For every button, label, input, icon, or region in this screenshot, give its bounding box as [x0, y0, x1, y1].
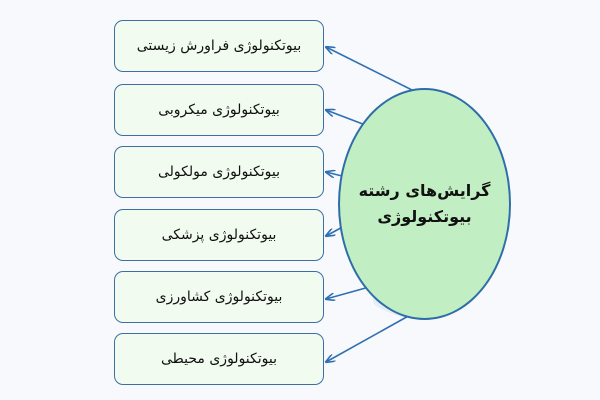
branch-box-2: بیوتکنولوژی میکروبی — [114, 84, 324, 136]
branch-box-5: بیوتکنولوژی کشاورزی — [114, 271, 324, 323]
branch-label-6: بیوتکنولوژی محیطی — [160, 351, 278, 367]
branch-box-6: بیوتکنولوژی محیطی — [114, 333, 324, 385]
arrow-to-branch-6 — [326, 313, 413, 362]
branch-label-4: بیوتکنولوژی پزشکی — [161, 227, 277, 243]
branch-label-5: بیوتکنولوژی کشاورزی — [155, 289, 283, 305]
branch-box-1: بیوتکنولوژی فراورش زیستی — [114, 20, 324, 72]
branch-label-3: بیوتکنولوژی مولکولی — [158, 164, 281, 180]
branch-box-4: بیوتکنولوژی پزشکی — [114, 209, 324, 261]
branch-label-2: بیوتکنولوژی میکروبی — [158, 102, 280, 118]
arrow-to-branch-3 — [326, 172, 343, 176]
central-topic-ellipse: گرایش‌های رشته بیوتکنولوژی — [338, 88, 511, 320]
central-topic-line-1: گرایش‌های رشته — [358, 181, 491, 201]
branch-box-3: بیوتکنولوژی مولکولی — [114, 146, 324, 198]
central-topic-line-2: بیوتکنولوژی — [377, 207, 472, 226]
branch-label-1: بیوتکنولوژی فراورش زیستی — [136, 38, 302, 54]
arrow-to-branch-1 — [326, 47, 421, 95]
